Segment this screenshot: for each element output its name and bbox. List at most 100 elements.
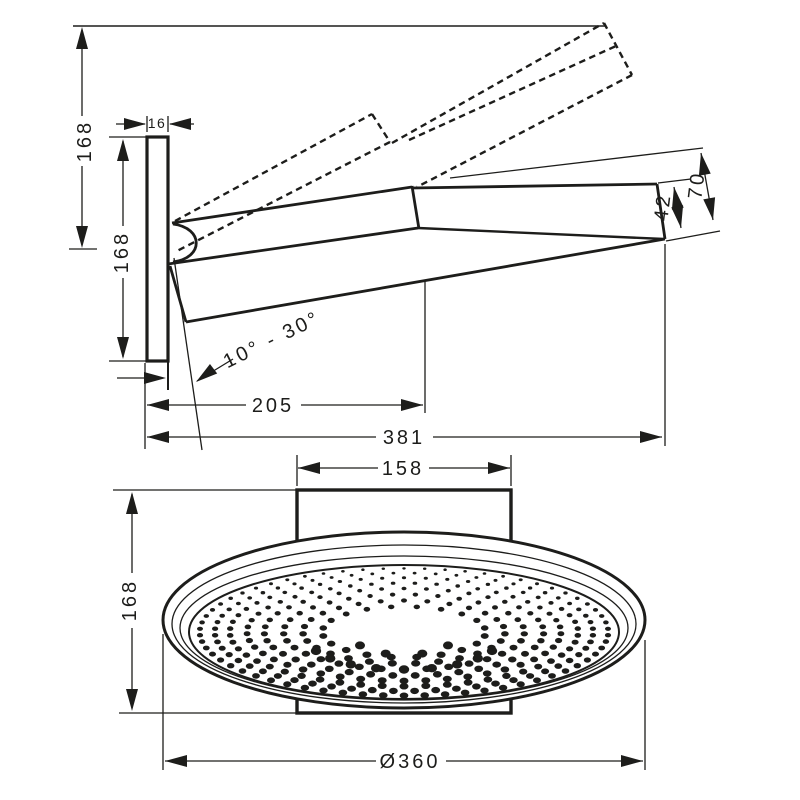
nozzle-dot: [510, 594, 516, 599]
dim-label-head-thickness: 42: [650, 192, 675, 223]
nozzle-dot: [310, 646, 322, 656]
side-view: 168 16 168 10° - 30° 205: [69, 21, 721, 451]
nozzle-dot: [247, 596, 253, 600]
nozzle-dot: [589, 626, 597, 631]
nozzle-dot: [327, 587, 333, 591]
nozzle-dot: [598, 645, 606, 651]
nozzle-dot: [465, 605, 473, 611]
nozzle-dot: [387, 660, 397, 667]
nozzle-dot: [548, 601, 554, 605]
nozzle-dot: [349, 573, 354, 577]
nozzle-dot: [410, 687, 419, 695]
nozzle-dot: [315, 676, 325, 683]
dimension-arrowhead: [196, 363, 218, 382]
extension-lines: [162, 634, 646, 770]
nozzle-dot: [472, 683, 481, 690]
nozzle-dot: [437, 606, 445, 612]
nozzle-dot: [398, 665, 410, 674]
dimension-arrowhead: [401, 399, 423, 411]
nozzle-dot: [317, 595, 323, 600]
pivot-knuckle: [172, 222, 198, 264]
nozzle-dot: [565, 657, 574, 664]
nozzle-dot: [357, 588, 363, 593]
nozzle-dot: [511, 582, 516, 586]
nozzle-dot: [280, 631, 288, 637]
nozzle-dot: [455, 584, 461, 588]
nozzle-dot: [480, 633, 489, 639]
nozzle-dot: [499, 623, 508, 630]
nozzle-dot: [265, 605, 271, 610]
dim-label-height-total: 168: [74, 120, 96, 162]
nozzle-dot: [566, 646, 574, 652]
nozzle-dot: [472, 640, 481, 647]
nozzle-dot: [347, 685, 356, 692]
nozzle-dot: [283, 661, 292, 668]
nozzle-dot: [290, 644, 299, 651]
nozzle-dot: [548, 673, 556, 679]
nozzle-dot: [493, 617, 501, 622]
nozzle-dot: [319, 625, 328, 631]
dimension-arrowhead: [298, 462, 320, 474]
dimension-arrowhead: [147, 399, 169, 411]
nozzle-dot: [411, 660, 421, 667]
arm-head-joint: [410, 185, 421, 230]
nozzle-dot: [380, 576, 385, 580]
extension-lines: [296, 455, 512, 486]
dimension-arrowhead: [640, 431, 662, 443]
nozzle-dot: [423, 587, 429, 591]
dimension-arrowhead: [488, 462, 510, 474]
nozzle-dot: [299, 631, 307, 637]
extension-lines: [146, 116, 169, 132]
nozzle-dot: [265, 663, 274, 670]
nozzle-dot: [234, 646, 242, 652]
nozzle-dot: [327, 683, 336, 690]
nozzle-dot: [199, 620, 205, 625]
nozzle-dot: [493, 578, 498, 582]
nozzle-dot: [321, 572, 326, 575]
nozzle-dot: [516, 681, 525, 688]
nozzle-dot: [379, 692, 388, 699]
nozzle-dot: [281, 624, 289, 630]
dashed-arm-bottom: [176, 140, 391, 253]
nozzle-dot: [377, 682, 387, 689]
nozzle-dot: [454, 573, 459, 577]
spray-face: [188, 564, 620, 700]
nozzle-dot: [463, 570, 467, 573]
nozzle-dot: [571, 639, 579, 645]
dimension-arrowhead: [117, 139, 129, 161]
nozzle-dot: [567, 601, 573, 606]
nozzle-dot: [605, 626, 611, 631]
nozzle-dot: [335, 673, 345, 680]
nozzle-dot: [197, 626, 203, 631]
nozzle-dot: [547, 658, 555, 664]
nozzle-dot: [401, 598, 407, 603]
nozzle-dot: [229, 639, 237, 645]
nozzle-dot: [286, 605, 292, 610]
nozzle-dot: [527, 611, 534, 616]
nozzle-dot: [446, 601, 453, 607]
dimension-arrowhead: [147, 431, 169, 443]
nozzle-dot: [526, 673, 535, 679]
nozzle-dot: [356, 675, 366, 683]
nozzle-dot: [300, 623, 309, 630]
nozzle-dot: [516, 661, 525, 668]
nozzle-dot: [243, 606, 250, 611]
nozzle-dot: [361, 568, 365, 571]
nozzle-dot: [492, 605, 498, 610]
dim-label-head-diameter: Ø360: [380, 751, 441, 773]
plate-foot-detail: [117, 361, 169, 390]
nozzle-dot: [296, 610, 303, 616]
dimension-arrowhead: [621, 755, 643, 767]
dashed-arm-joint: [370, 113, 392, 143]
wall-plate-outline: [145, 135, 170, 363]
nozzle-dot: [465, 580, 471, 583]
nozzle-dot: [583, 657, 592, 663]
nozzle-dot: [518, 578, 523, 582]
nozzle-dot: [292, 582, 297, 586]
nozzle-dot: [266, 617, 273, 623]
nozzle-dot: [434, 582, 439, 586]
nozzle-dot: [286, 617, 294, 623]
dimension-arrowhead: [124, 118, 146, 130]
nozzle-dot: [319, 610, 327, 616]
nozzle-dot: [218, 602, 224, 606]
